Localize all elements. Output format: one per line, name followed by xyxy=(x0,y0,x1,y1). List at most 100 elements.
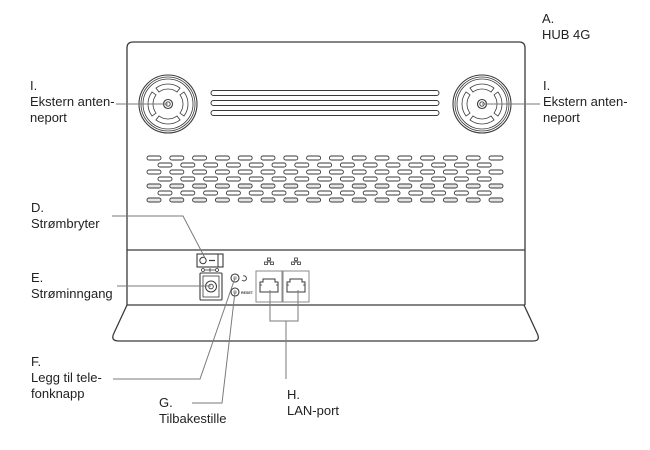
vent-slot xyxy=(192,155,208,161)
vent-slot xyxy=(351,197,367,203)
label-antenna-right-letter: I. xyxy=(543,78,551,93)
device-body xyxy=(126,41,526,305)
antenna-segment xyxy=(493,91,503,117)
vent-slot xyxy=(374,197,390,203)
vent-slot xyxy=(260,169,276,175)
vent-slot xyxy=(248,176,264,182)
vent-slot xyxy=(476,162,492,168)
vent-slot xyxy=(157,176,173,182)
vent-slot xyxy=(362,162,378,168)
vent-slot xyxy=(146,183,162,189)
lan-port-frame xyxy=(282,270,310,303)
vent-slot xyxy=(271,190,287,196)
vent-slot xyxy=(283,155,299,161)
vent-slot xyxy=(453,176,469,182)
vent-slot xyxy=(339,190,355,196)
vent-slot xyxy=(157,162,173,168)
vent-slot xyxy=(294,162,310,168)
vent-slot xyxy=(237,183,253,189)
antenna-segment xyxy=(461,91,471,117)
vent-slot xyxy=(237,169,253,175)
label-power-input-letter: E. xyxy=(31,270,44,285)
label-power-input-text: Strøminngang xyxy=(31,286,113,301)
antenna-segment xyxy=(147,91,157,117)
vent-slot xyxy=(442,183,458,189)
vent-slot xyxy=(237,197,253,203)
vent-slot xyxy=(237,155,253,161)
label-antenna-left-letter: I. xyxy=(30,78,38,93)
vent-slot xyxy=(351,183,367,189)
vent-slot xyxy=(339,176,355,182)
device-stand xyxy=(112,304,539,342)
vent-slot xyxy=(225,190,241,196)
label-power-switch-text: Strømbryter xyxy=(31,216,100,231)
vent-slot xyxy=(271,176,287,182)
label-phone-button-line2: fonknapp xyxy=(31,386,85,401)
vent-slot xyxy=(453,190,469,196)
leader-lines xyxy=(112,103,540,404)
vent-slot xyxy=(465,197,481,203)
label-reset-letter: G. xyxy=(159,395,173,410)
vent-slot xyxy=(294,176,310,182)
vent-slot xyxy=(169,169,185,175)
vent-slot xyxy=(225,176,241,182)
label-power-input: E. Strøminngang xyxy=(31,270,113,302)
vent-slot xyxy=(283,169,299,175)
vent-slot xyxy=(169,183,185,189)
vent-slot xyxy=(488,197,504,203)
lan-ports xyxy=(255,257,310,303)
vent-slot xyxy=(192,197,208,203)
vent-slot xyxy=(488,155,504,161)
vent-slot xyxy=(180,190,196,196)
vent-slot xyxy=(476,190,492,196)
vent-slot xyxy=(317,176,333,182)
leader-reset xyxy=(192,291,236,404)
antenna-segment xyxy=(155,115,181,125)
vent-slot xyxy=(339,162,355,168)
vent-slot xyxy=(328,169,344,175)
power-input-jack xyxy=(199,268,223,301)
vent-slot xyxy=(453,162,469,168)
phone-button xyxy=(230,273,247,283)
label-antenna-right: I. Ekstern anten- neport xyxy=(543,78,628,126)
vent-slot xyxy=(248,162,264,168)
label-antenna-right-line2: neport xyxy=(543,110,580,125)
vent-slot xyxy=(157,190,173,196)
vent-slot xyxy=(146,169,162,175)
vent-slot xyxy=(180,162,196,168)
vent-slot xyxy=(362,190,378,196)
vent-slot xyxy=(214,183,230,189)
lan-port xyxy=(255,270,283,303)
label-lan-text: LAN-port xyxy=(287,403,340,418)
vent-grille xyxy=(146,155,504,203)
vent-slot xyxy=(385,190,401,196)
leader-power-switch xyxy=(112,215,206,259)
vent-slot xyxy=(203,190,219,196)
vent-slot xyxy=(420,155,436,161)
vent-slot xyxy=(306,169,322,175)
leader-phone-button xyxy=(113,277,236,380)
vent-slot xyxy=(328,197,344,203)
vent-slot xyxy=(465,183,481,189)
vent-slot xyxy=(431,162,447,168)
network-icon xyxy=(264,257,274,265)
label-lan: H. LAN-port xyxy=(287,387,339,419)
vent-slot xyxy=(351,155,367,161)
vent-slot xyxy=(192,183,208,189)
vent-slot xyxy=(374,183,390,189)
label-phone-button: F. Legg til tele- fonknapp xyxy=(31,354,102,402)
label-antenna-right-line1: Ekstern anten- xyxy=(543,94,628,109)
label-device-letter: A. xyxy=(542,11,555,26)
vent-slot xyxy=(397,169,413,175)
label-reset: G. Tilbakestille xyxy=(159,395,226,427)
slot xyxy=(210,100,440,106)
vent-slot xyxy=(214,197,230,203)
slot xyxy=(210,110,440,116)
leader-lan xyxy=(269,290,299,322)
vent-slot xyxy=(169,197,185,203)
vent-slot xyxy=(271,162,287,168)
vent-slot xyxy=(465,155,481,161)
vent-slot xyxy=(306,197,322,203)
vent-slot xyxy=(442,155,458,161)
label-antenna-left-line2: neport xyxy=(30,110,67,125)
